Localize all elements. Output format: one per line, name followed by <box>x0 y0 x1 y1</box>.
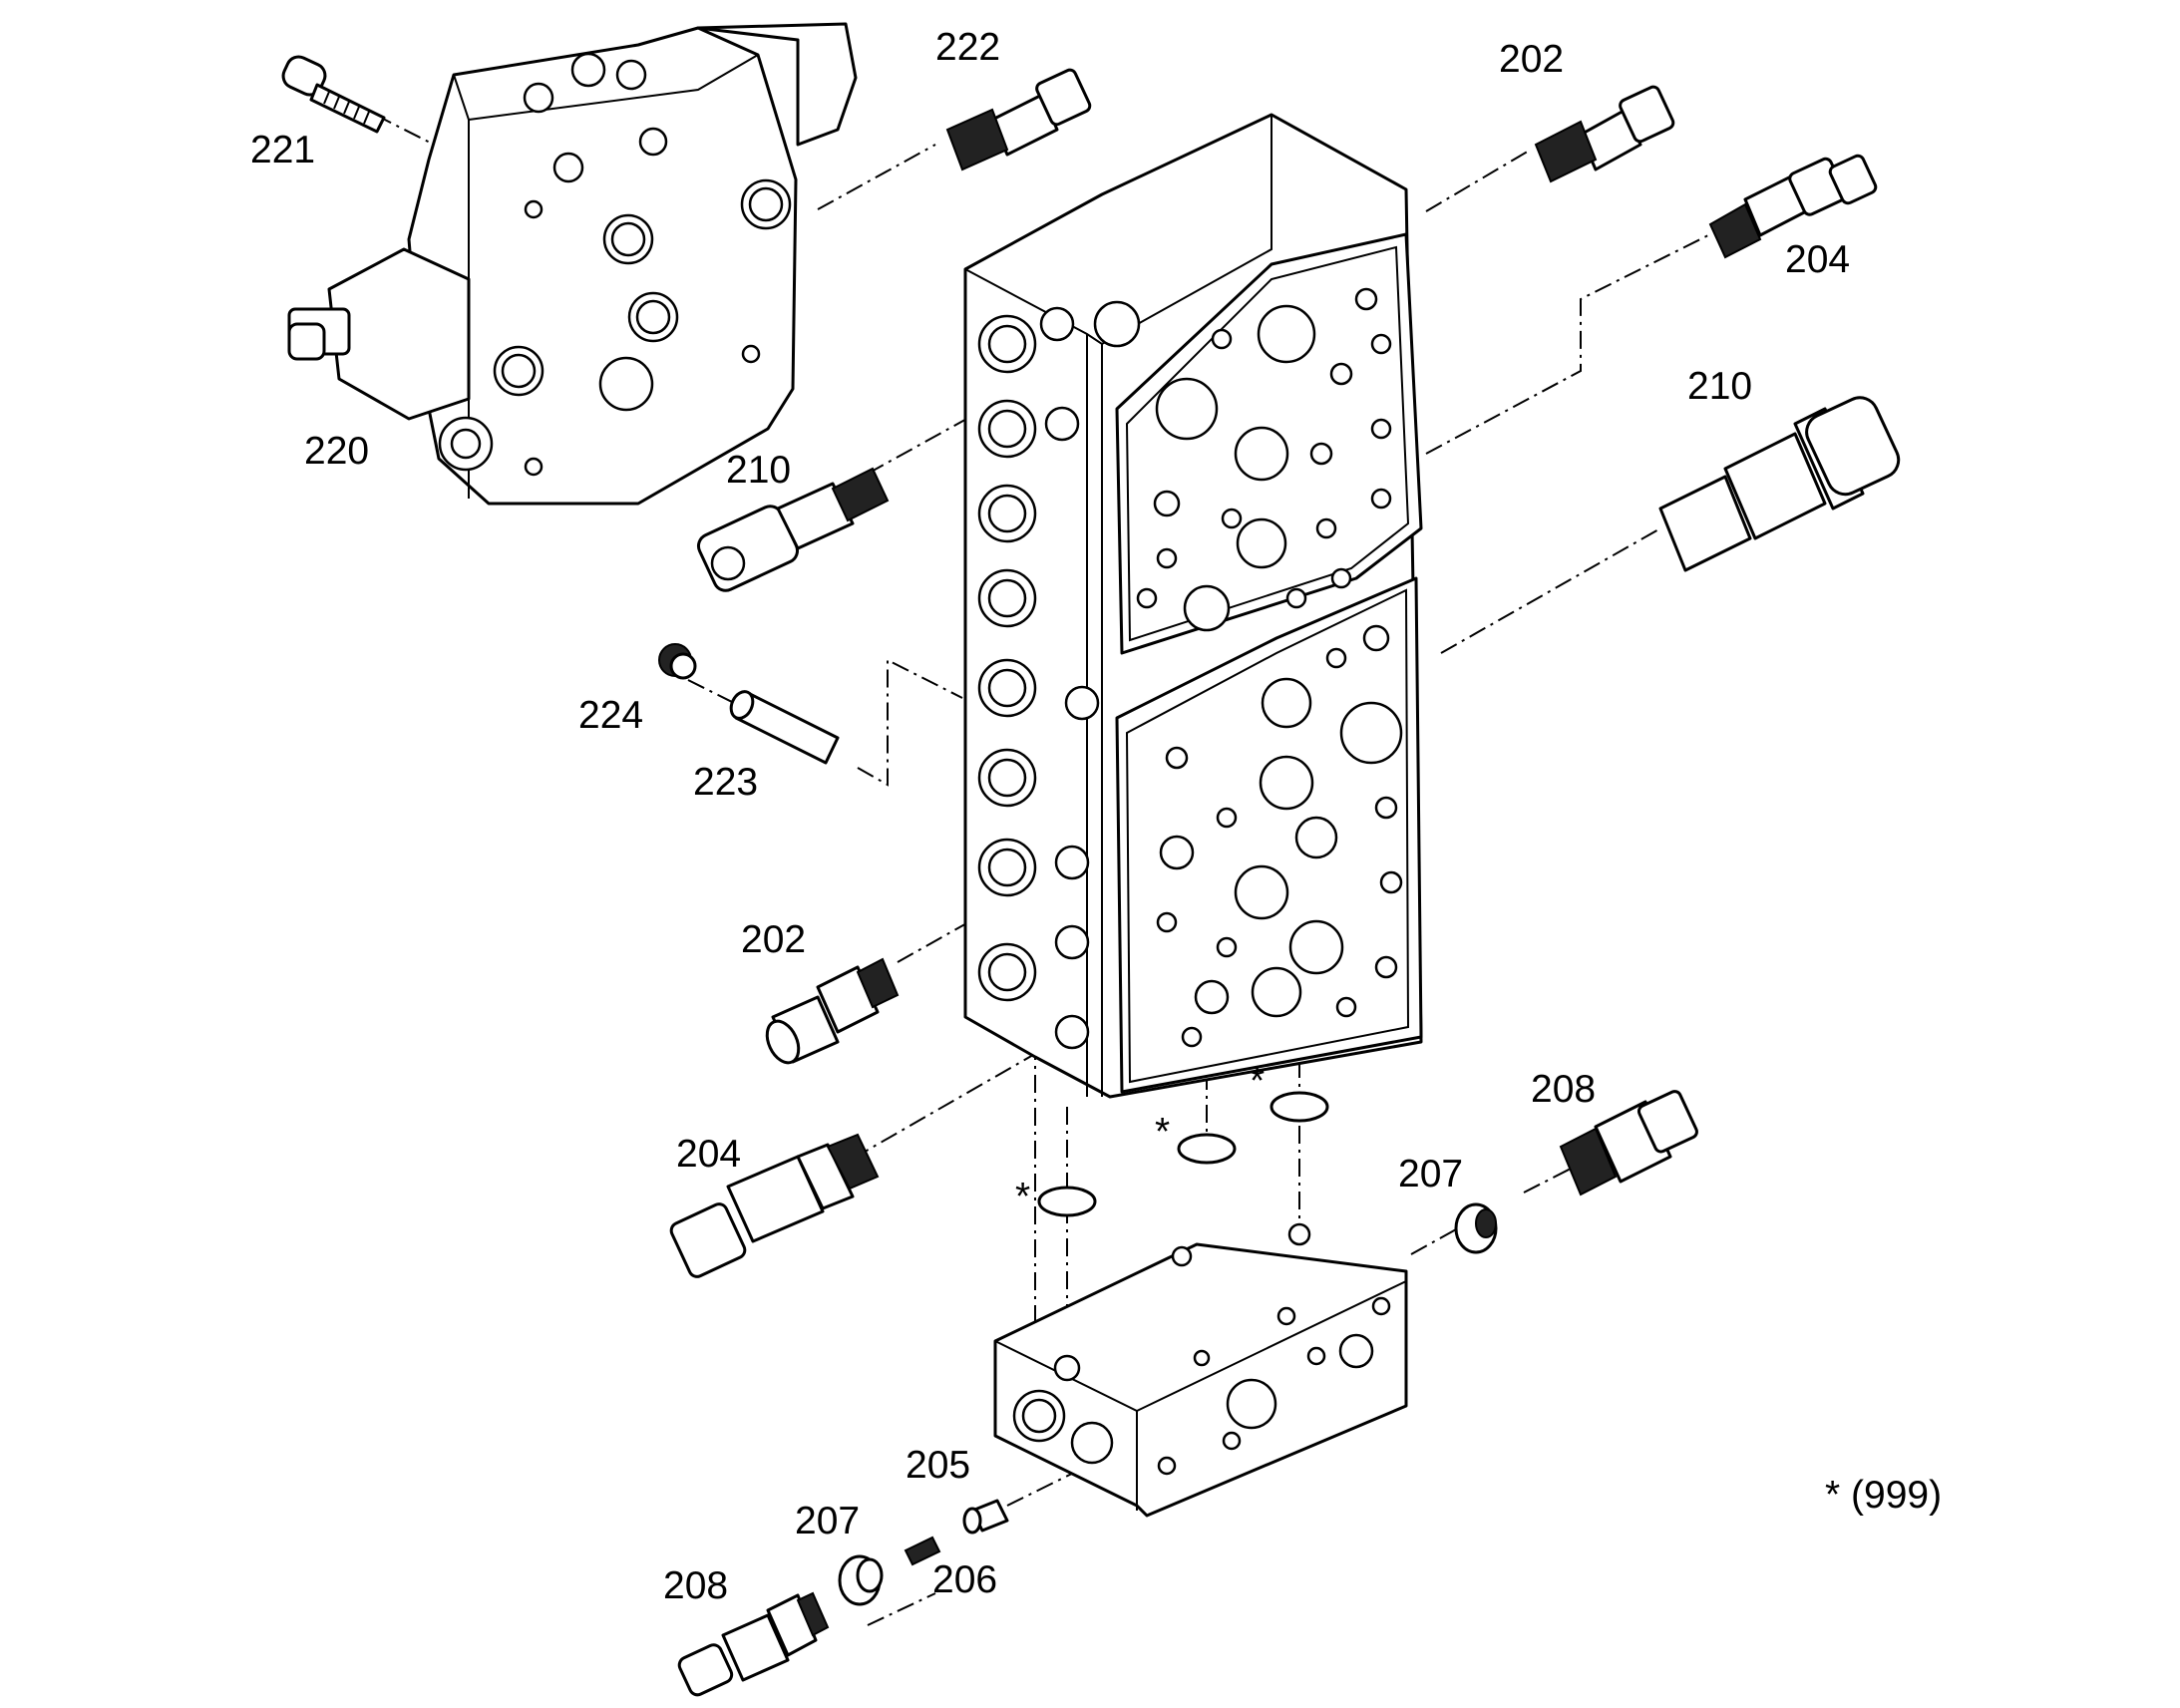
label-202-left: 202 <box>741 918 806 961</box>
label-210-right: 210 <box>1687 365 1752 408</box>
side-ports <box>977 300 1141 1050</box>
callout-labels: 221 222 202 204 220 210 210 224 223 202 … <box>250 26 1942 1607</box>
label-207-right: 207 <box>1398 1153 1463 1196</box>
part-208-valve-bottom <box>677 1591 830 1697</box>
part-223-pin <box>729 690 840 765</box>
asterisk-1: * <box>1015 1176 1030 1218</box>
part-207-seat-right <box>1454 1202 1498 1254</box>
o-rings <box>1037 1091 1329 1217</box>
label-205: 205 <box>906 1444 970 1487</box>
part-222-valve <box>945 68 1092 171</box>
label-204-left: 204 <box>676 1133 741 1176</box>
legend-note: * (999) <box>1825 1474 1942 1517</box>
part-202-valve-left <box>765 957 900 1065</box>
main-valve-block <box>963 113 1423 1099</box>
label-208-bottom: 208 <box>663 1564 728 1607</box>
top-section-ports <box>1136 287 1392 632</box>
label-224: 224 <box>578 694 643 737</box>
label-202-top: 202 <box>1499 38 1564 81</box>
label-207-bottom: 207 <box>795 1500 860 1542</box>
part-220-end-cover <box>287 22 858 506</box>
part-210-relief-valve-right <box>1658 396 1901 572</box>
part-202-valve-top <box>1534 85 1675 183</box>
label-210-left: 210 <box>726 449 791 492</box>
asterisk-2: * <box>1155 1111 1170 1154</box>
part-204-valve-top <box>1708 154 1878 259</box>
part-204-valve-left <box>669 1133 880 1278</box>
label-220: 220 <box>304 430 369 473</box>
part-210-relief-valve-left <box>696 467 890 592</box>
lower-block <box>993 1222 1408 1518</box>
part-205-pin <box>962 1499 1009 1535</box>
part-224-plug <box>658 643 697 680</box>
asterisk-3: * <box>1250 1060 1265 1103</box>
part-208-valve-right <box>1559 1090 1698 1196</box>
part-206-spring <box>904 1536 941 1566</box>
label-223: 223 <box>693 761 758 804</box>
part-207-seat-bottom <box>838 1554 884 1606</box>
bottom-section-ports <box>1156 624 1403 1048</box>
label-208-right: 208 <box>1531 1068 1596 1111</box>
label-206: 206 <box>932 1558 997 1601</box>
label-221: 221 <box>250 129 315 171</box>
part-221-bolt <box>281 55 386 134</box>
label-222: 222 <box>935 26 1000 69</box>
label-204-top: 204 <box>1785 238 1850 281</box>
